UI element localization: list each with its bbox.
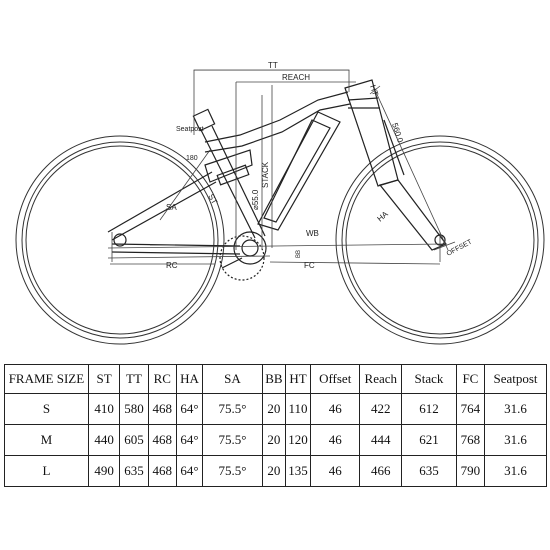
cell-offset: 46 <box>310 455 361 487</box>
cell-fc: 768 <box>455 424 486 456</box>
col-header-reach: Reach <box>359 364 403 394</box>
cell-size: L <box>4 455 89 487</box>
cell-reach: 444 <box>359 424 403 456</box>
cell-ha: 64° <box>175 424 204 456</box>
frame-size-table: FRAME SIZE ST TT RC HA SA BB HT Offset R… <box>4 364 547 487</box>
label-rc: RC <box>166 261 178 270</box>
cell-reach: 422 <box>359 393 403 425</box>
cell-sa: 75.5° <box>202 393 263 425</box>
bike-frame <box>107 79 447 281</box>
cell-sa: 75.5° <box>202 455 263 487</box>
label-st: ST <box>206 193 219 206</box>
cell-rc: 468 <box>147 455 177 487</box>
cell-ha: 64° <box>175 455 204 487</box>
label-seatpost: Seatpost <box>176 126 204 133</box>
cell-ha: 64° <box>175 393 204 425</box>
label-offset: OFFSET <box>446 238 474 257</box>
label-fc: FC <box>304 261 315 270</box>
geometry-lines <box>107 69 456 265</box>
label-ht: HT <box>368 84 380 97</box>
cell-rc: 468 <box>147 424 177 456</box>
cell-tt: 605 <box>119 424 149 456</box>
front-wheel <box>335 135 545 345</box>
col-header-st: ST <box>87 364 121 394</box>
label-ha: HA <box>376 209 391 223</box>
cell-fc: 764 <box>455 393 486 425</box>
bike-geometry-drawing: TT REACH HT Seatpost 180 STACK ⌀55.0 ST … <box>15 61 545 345</box>
cell-rc: 468 <box>147 393 177 425</box>
col-header-seatpost: Seatpost <box>484 364 547 394</box>
cell-ht: 135 <box>284 455 312 487</box>
cell-st: 440 <box>87 424 121 456</box>
label-reach: REACH <box>282 73 310 82</box>
col-header-ha: HA <box>175 364 204 394</box>
label-bb: BB <box>296 250 302 258</box>
cell-seatpost: 31.6 <box>484 455 547 487</box>
cell-size: S <box>4 393 89 425</box>
cell-st: 410 <box>87 393 121 425</box>
cell-reach: 466 <box>359 455 403 487</box>
table-header-row: FRAME SIZE ST TT RC HA SA BB HT Offset R… <box>4 364 547 394</box>
cell-st: 490 <box>87 455 121 487</box>
label-tt: TT <box>268 61 278 70</box>
cell-seatpost: 31.6 <box>484 393 547 425</box>
cell-stack: 635 <box>401 455 457 487</box>
cell-fc: 790 <box>455 455 486 487</box>
cell-tt: 635 <box>119 455 149 487</box>
cell-sa: 75.5° <box>202 424 263 456</box>
col-header-frame-size: FRAME SIZE <box>4 364 89 394</box>
table-row: M 440 605 468 64° 75.5° 20 120 46 444 62… <box>4 424 547 456</box>
label-stack: STACK <box>261 161 270 188</box>
label-sa: SA <box>166 203 177 212</box>
col-header-offset: Offset <box>310 364 361 394</box>
cell-offset: 46 <box>310 393 361 425</box>
cell-seatpost: 31.6 <box>484 424 547 456</box>
cell-offset: 46 <box>310 424 361 456</box>
col-header-fc: FC <box>455 364 486 394</box>
cell-ht: 120 <box>284 424 312 456</box>
cell-stack: 621 <box>401 424 457 456</box>
cell-bb: 20 <box>261 424 286 456</box>
cell-size: M <box>4 424 89 456</box>
cell-stack: 612 <box>401 393 457 425</box>
cell-bb: 20 <box>261 455 286 487</box>
col-header-rc: RC <box>147 364 177 394</box>
col-header-sa: SA <box>202 364 263 394</box>
col-header-tt: TT <box>119 364 149 394</box>
label-wheel-dim: ⌀55.0 <box>251 189 260 210</box>
geometry-labels: TT REACH HT Seatpost 180 STACK ⌀55.0 ST … <box>166 61 474 270</box>
cell-ht: 110 <box>284 393 312 425</box>
col-header-bb: BB <box>261 364 286 394</box>
label-wb: WB <box>306 229 319 238</box>
col-header-stack: Stack <box>401 364 457 394</box>
cell-tt: 580 <box>119 393 149 425</box>
rear-wheel <box>15 135 225 345</box>
table-row: L 490 635 468 64° 75.5° 20 135 46 466 63… <box>4 455 547 487</box>
cell-bb: 20 <box>261 393 286 425</box>
label-seat-dim: 180 <box>186 155 198 162</box>
col-header-ht: HT <box>284 364 312 394</box>
table-row: S 410 580 468 64° 75.5° 20 110 46 422 61… <box>4 393 547 425</box>
label-fork-length: 560.0 <box>390 122 405 144</box>
